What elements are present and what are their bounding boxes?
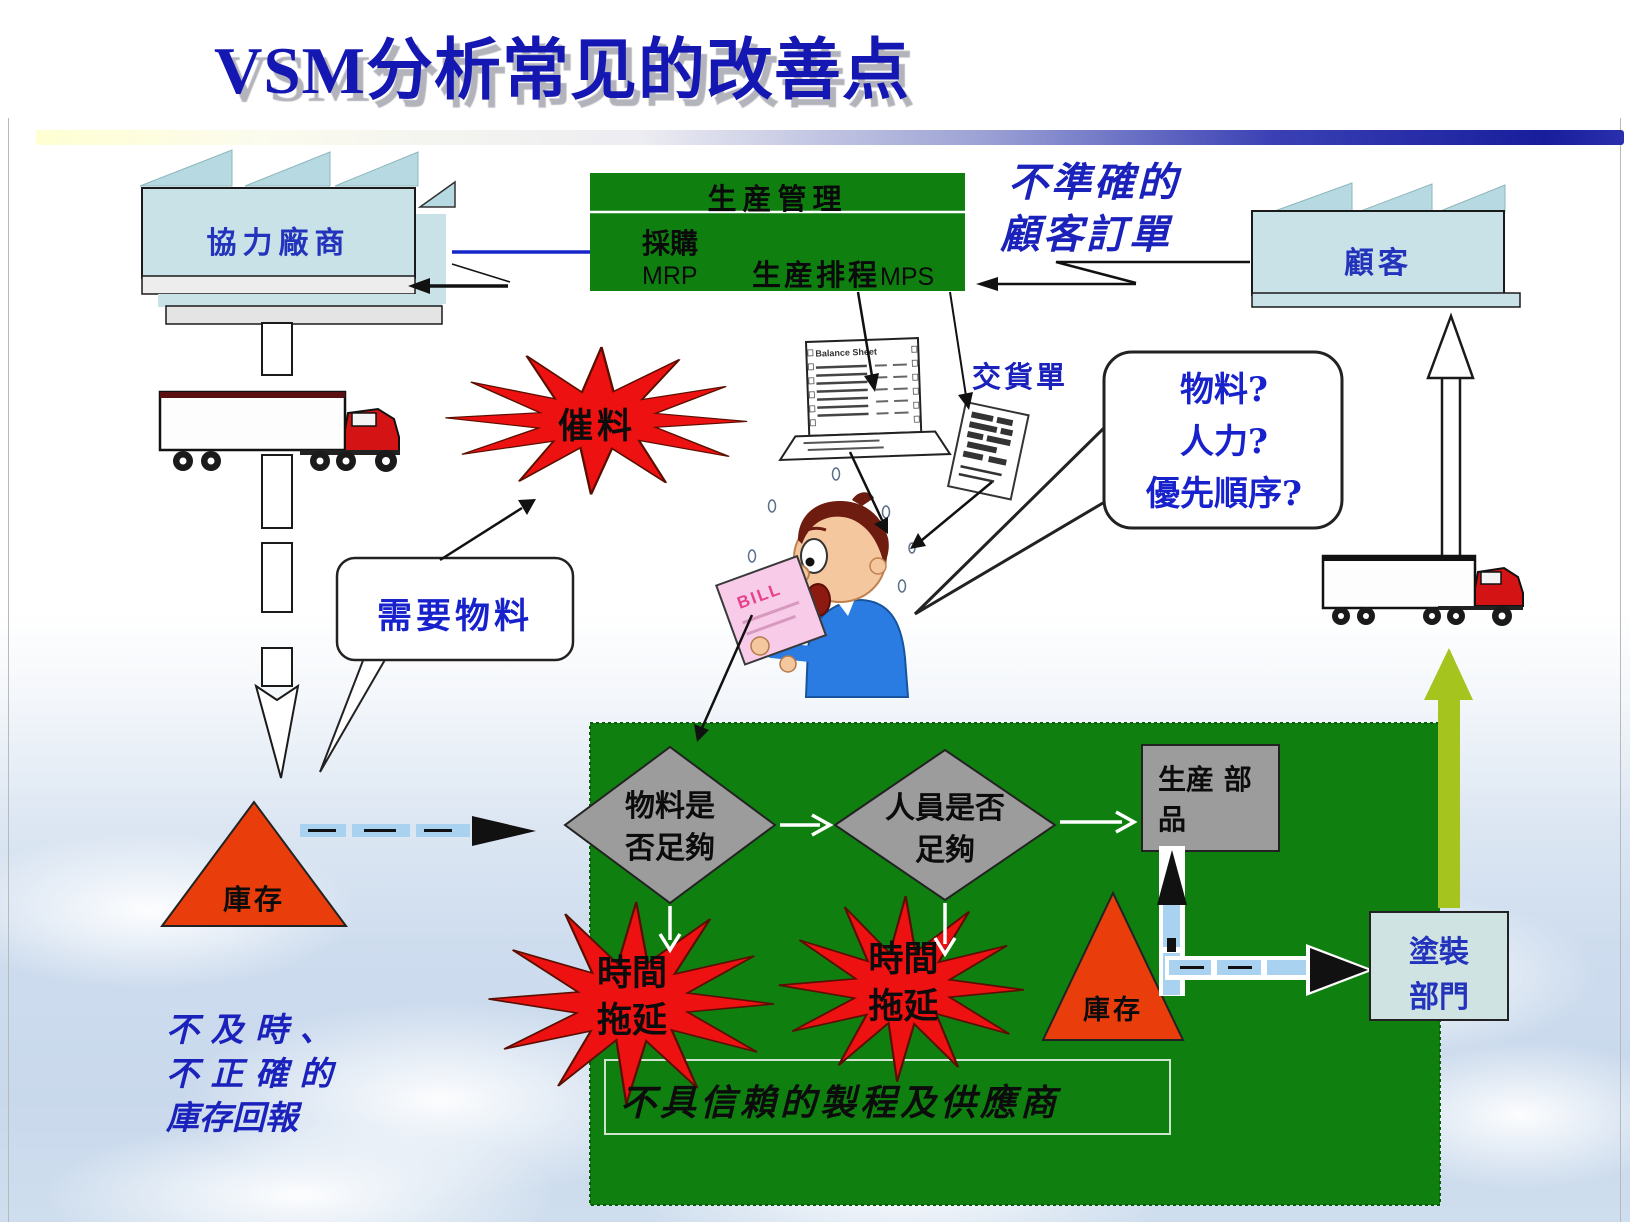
mps-label: MPS <box>880 263 935 291</box>
white-flow-arrows <box>658 810 1138 958</box>
delay1-text: 時間 拖延 <box>562 950 702 1044</box>
produce-parts-box-shape <box>1141 744 1280 852</box>
truck-left-icon <box>158 390 400 472</box>
diamond-personnel-line2: 足夠 <box>915 833 975 868</box>
diamond-personnel <box>833 748 1057 902</box>
stressed-person-icon: BILL <box>715 467 916 698</box>
truck-right-icon <box>1321 554 1524 626</box>
delivery-note-icon <box>946 400 1030 501</box>
push-arrow-left <box>300 816 536 846</box>
inaccurate-order-line2: 顧客訂單 <box>1000 211 1172 258</box>
customer-factory-icon <box>1251 182 1521 308</box>
unreliable-label: 不具信賴的製程及供應商 <box>620 1082 1061 1124</box>
painting-line1: 塗裝 <box>1409 935 1469 970</box>
title-divider-rule <box>36 130 1624 145</box>
balance-sheet-title: Balance Sheet <box>815 347 877 359</box>
expedite-label: 催料 <box>557 406 636 447</box>
need-material-bubble <box>319 556 575 773</box>
painting-line2: 部門 <box>1409 980 1469 1015</box>
inaccurate-order-line1: 不準確的 <box>1008 159 1180 206</box>
segmented-down-arrow <box>254 322 300 779</box>
produce-parts-line1: 生産 部 <box>1158 763 1252 796</box>
question-line3: 優先順序? <box>1146 474 1302 514</box>
prod-mgmt-header: 生産管理 <box>707 182 848 216</box>
question-line2: 人力? <box>1180 422 1268 462</box>
unreliable-box-frame <box>604 1059 1171 1135</box>
produce-parts-line2: 品 <box>1158 803 1187 836</box>
diamond-material-line2: 否足夠 <box>625 831 715 866</box>
painting-dept-text: 塗裝 部門 <box>1376 930 1502 1020</box>
inventory-note-line3: 庫存回報 <box>166 1098 298 1137</box>
supplier-label: 協力廠商 <box>206 226 351 261</box>
need-material-label: 需要物料 <box>376 596 533 637</box>
inventory-triangle-right <box>1041 890 1185 1041</box>
inventory-note-line2: 不 正 確 的 <box>166 1054 333 1093</box>
slide-left-border <box>8 118 9 1222</box>
diamond-material <box>563 745 777 905</box>
delay2-line2: 拖延 <box>868 986 939 1027</box>
inventory-triangle-left <box>160 800 348 927</box>
inventory-note-line1: 不 及 時 、 <box>166 1010 333 1049</box>
push-arrow-right <box>1165 944 1374 996</box>
inventory-right-label: 庫存 <box>1083 995 1143 1026</box>
delay2-line1: 時間 <box>868 939 939 980</box>
purchasing-label: 採購 <box>642 227 699 260</box>
diamond-material-line1: 物料是 <box>625 789 715 824</box>
balance-sheet-icon: Balance Sheet <box>778 337 952 462</box>
customer-label: 顧客 <box>1344 246 1412 281</box>
scheduling-cjk: 生産排程 <box>752 258 881 292</box>
diamond-personnel-text: 人員是否 足夠 <box>855 788 1035 872</box>
slide-right-border <box>1620 118 1621 1222</box>
question-line1: 物料? <box>1180 370 1268 410</box>
supplier-factory-icon <box>139 149 456 325</box>
connector-arrows <box>408 250 1250 742</box>
inventory-note: 不 及 時 、 不 正 確 的 庫存回報 <box>166 1008 332 1140</box>
question-bubble <box>913 350 1344 616</box>
painting-dept-box-shape <box>1369 911 1509 1021</box>
lime-up-arrow <box>1424 648 1473 908</box>
delay1-line1: 時間 <box>596 953 667 994</box>
slide-title: VSM分析常见的改善点 <box>214 34 910 108</box>
mrp-label: MRP <box>642 262 698 290</box>
production-mgmt-box <box>590 173 965 291</box>
delivery-note-label: 交貨單 <box>972 360 1069 394</box>
hollow-up-arrow <box>1426 312 1475 562</box>
diamond-material-text: 物料是 否足夠 <box>580 786 760 870</box>
diamond-personnel-line1: 人員是否 <box>885 791 1005 826</box>
scheduling-label: 生産排程MPS <box>752 252 934 294</box>
question-bubble-text: 物料? 人力? 優先順序? <box>1112 364 1336 520</box>
inventory-left-label: 庫存 <box>222 883 285 916</box>
delay1-line2: 拖延 <box>596 1000 667 1041</box>
produce-parts-text: 生産 部 品 <box>1158 760 1276 840</box>
delay2-text: 時間 拖延 <box>836 936 971 1030</box>
